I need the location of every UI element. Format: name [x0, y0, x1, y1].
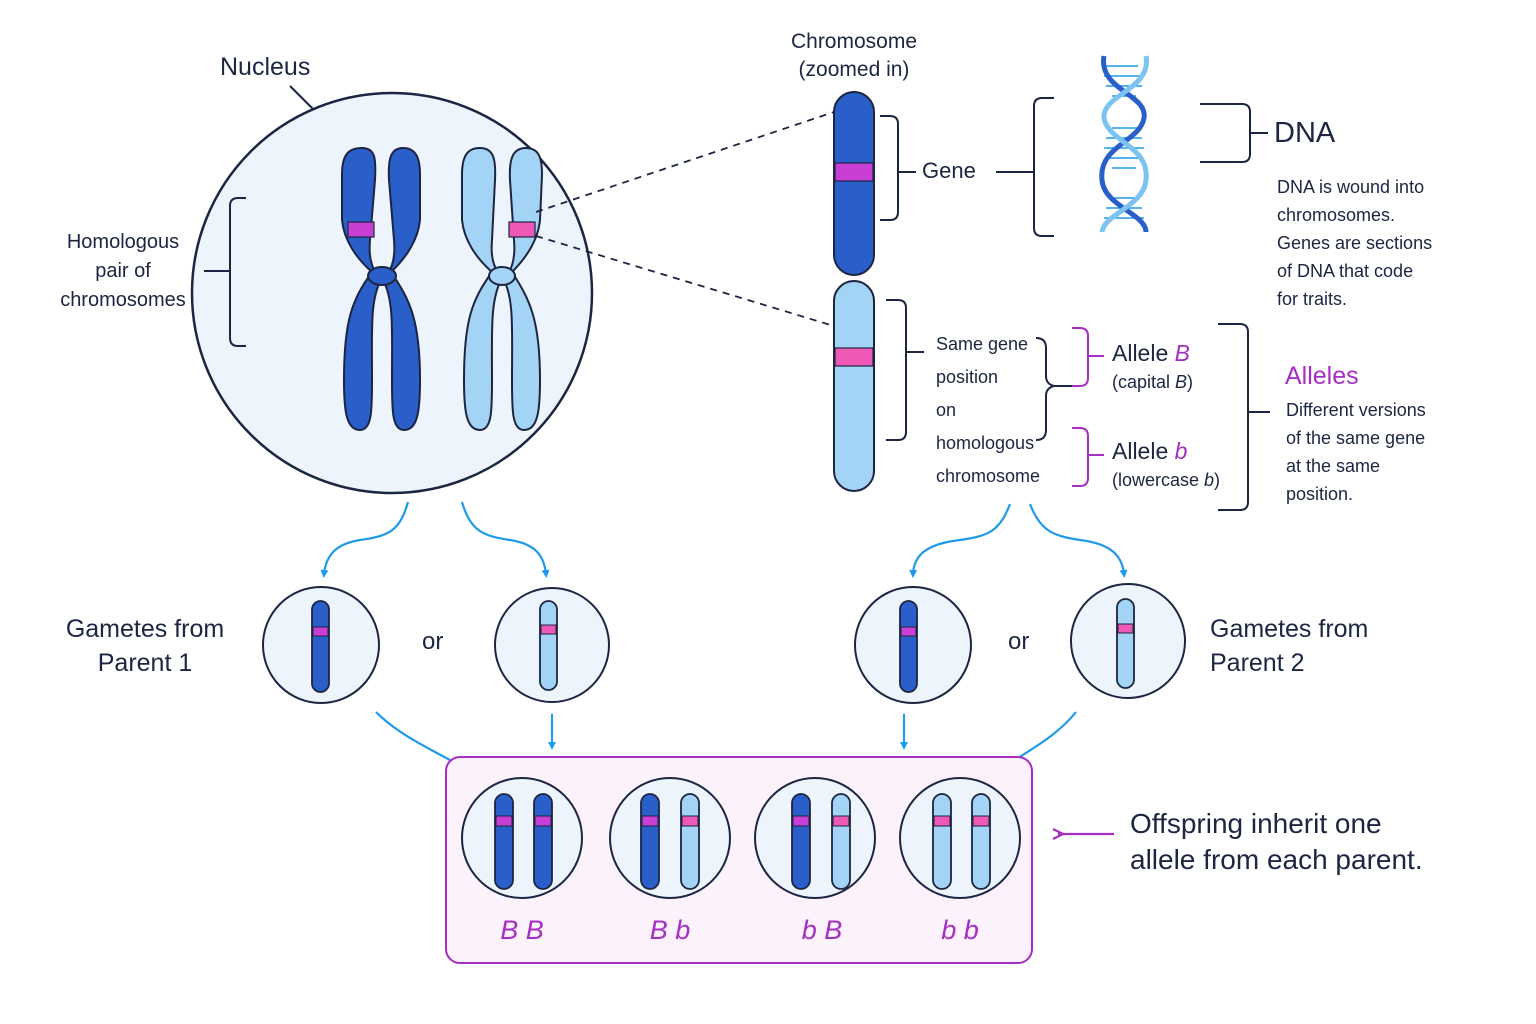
dna-note-line-3: Genes are sections: [1277, 233, 1433, 253]
zoomed-gene-band-light: [834, 347, 874, 367]
offspring-3-genotype: b B: [801, 915, 843, 945]
gametes-parent2-line-1: Gametes from: [1210, 615, 1369, 643]
offspring-2-genotype: B b: [649, 915, 691, 945]
gametes-parent2-label: Gametes from Parent 2: [1210, 612, 1410, 680]
allele-big-bracket: [1072, 327, 1104, 387]
nucleus-label: Nucleus: [220, 53, 311, 81]
offspring-3-cell: [754, 777, 876, 899]
arrow-chromosome-to-gamete-3: [909, 503, 1012, 578]
allele-big-note-pre: (capital: [1112, 371, 1176, 392]
gamete-parent1-light: [494, 587, 610, 703]
offspring-note-line-1: Offspring inherit one: [1130, 808, 1382, 839]
offspring-1-genotype: B B: [500, 915, 544, 945]
dna-right-bracket: [1200, 103, 1268, 163]
same-gene-line-2: position: [936, 367, 999, 387]
or-label-right: or: [1008, 628, 1030, 655]
homologous-pair-bracket: [204, 197, 246, 347]
allele-small-letter: b: [1174, 438, 1188, 464]
dna-note-line-5: for traits.: [1277, 289, 1348, 309]
allele-small-word: Allele: [1112, 438, 1169, 464]
chromosome-zoom-line-1: Chromosome: [790, 30, 918, 53]
zoomed-chromosome: [833, 91, 875, 492]
same-gene-label: Same gene position on homologous chromos…: [936, 328, 1056, 493]
homologous-pair-line-3: chromosomes: [60, 289, 186, 311]
dna-note: DNA is wound into chromosomes. Genes are…: [1277, 173, 1477, 313]
allele-small-title: Allele b: [1112, 438, 1220, 466]
light-x-gene-band: [508, 221, 536, 238]
gene-label: Gene: [922, 158, 976, 183]
dna-label: DNA: [1274, 117, 1336, 149]
alleles-note: Different versions of the same gene at t…: [1286, 396, 1486, 508]
arrow-chromosome-to-gamete-4: [1028, 503, 1128, 578]
alleles-title: Alleles: [1285, 362, 1359, 390]
same-gene-line-3: on homologous: [936, 400, 1035, 453]
alleles-note-line-1: Different versions: [1286, 400, 1426, 420]
offspring-note: Offspring inherit one allele from each p…: [1130, 806, 1490, 878]
or-label-left: or: [422, 628, 444, 655]
allele-big-note: (capital B): [1112, 372, 1193, 394]
light-x-chromosome: [461, 146, 544, 432]
alleles-note-line-2: of the same gene: [1286, 428, 1426, 448]
light-x-centromere: [488, 266, 516, 286]
arrow-nucleus-to-gamete-2: [460, 501, 550, 578]
zoomed-gene-band-dark: [834, 162, 874, 182]
same-gene-line-4: chromosome: [936, 466, 1041, 486]
offspring-2-cell: [609, 777, 731, 899]
gamete-parent2-light: [1070, 583, 1186, 699]
gametes-parent1-line-2: Parent 1: [97, 649, 193, 677]
allele-small-label: Allele b (lowercase b): [1112, 438, 1220, 491]
allele-big-note-post: ): [1187, 371, 1194, 392]
gametes-parent1-label: Gametes from Parent 1: [50, 612, 240, 680]
alleles-note-line-4: position.: [1286, 484, 1354, 504]
dark-x-gene-band: [347, 221, 375, 238]
gametes-parent2-line-2: Parent 2: [1210, 649, 1305, 677]
same-gene-bracket: [886, 299, 924, 441]
arrow-nucleus-to-gamete-1: [320, 501, 410, 578]
dark-x-chromosome: [341, 146, 422, 432]
chromosome-zoom-label: Chromosome (zoomed in): [764, 28, 944, 84]
chromosome-zoom-line-2: (zoomed in): [798, 58, 910, 81]
allele-small-note: (lowercase b): [1112, 470, 1220, 492]
same-gene-line-1: Same gene: [936, 334, 1029, 354]
offspring-note-line-2: allele from each parent.: [1130, 844, 1423, 875]
allele-big-label: Allele B (capital B): [1112, 340, 1193, 393]
dna-helix: [1099, 55, 1149, 233]
homologous-pair-label: Homologous pair of chromosomes: [44, 228, 202, 315]
allele-big-title: Allele B: [1112, 340, 1193, 368]
zoom-dashed-line-top: [535, 111, 835, 213]
gamete-parent1-dark: [262, 586, 380, 704]
dna-note-line-4: of DNA that code: [1277, 261, 1414, 281]
allele-small-note-post: ): [1214, 469, 1221, 490]
allele-big-note-letter: B: [1175, 371, 1188, 392]
allele-big-letter: B: [1174, 340, 1190, 366]
dna-note-line-1: DNA is wound into: [1277, 177, 1425, 197]
dna-left-bracket: [1033, 97, 1054, 237]
allele-big-word: Allele: [1112, 340, 1169, 366]
gametes-parent1-line-1: Gametes from: [65, 615, 225, 643]
allele-small-note-pre: (lowercase: [1112, 469, 1205, 490]
homologous-pair-line-1: Homologous: [66, 231, 180, 253]
alleles-bracket: [1218, 323, 1270, 511]
allele-small-bracket: [1072, 427, 1104, 487]
homologous-pair-line-2: pair of: [95, 260, 151, 282]
dark-x-centromere: [367, 266, 397, 286]
arrow-gamete-4-to-offspring: [1017, 711, 1077, 759]
alleles-note-line-3: at the same: [1286, 456, 1381, 476]
arrow-gamete-1-to-offspring: [375, 711, 451, 761]
offspring-box: [445, 756, 1033, 964]
dna-note-line-2: chromosomes.: [1277, 205, 1396, 225]
offspring-1-cell: [461, 777, 583, 899]
offspring-4-cell: [899, 777, 1021, 899]
allele-small-note-letter: b: [1204, 469, 1215, 490]
gamete-parent2-dark: [854, 586, 972, 704]
gene-bracket: [880, 115, 916, 221]
offspring-4-genotype: b b: [941, 915, 979, 945]
